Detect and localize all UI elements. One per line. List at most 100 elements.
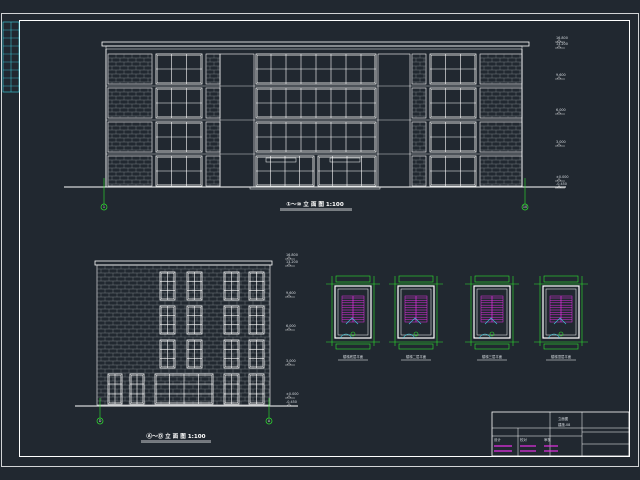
level-triangle (556, 111, 562, 115)
axis-circle (96, 417, 104, 425)
side-window (159, 305, 176, 335)
axis-label: 10 (523, 205, 527, 209)
side-brick-wall (96, 264, 271, 406)
level-value: 16.800 (556, 36, 568, 40)
facade-brick-panel (479, 87, 523, 119)
stair-arrow (408, 317, 422, 325)
door-swing (402, 333, 416, 339)
side-level-mark: 3.000 (285, 359, 296, 366)
title-block: 立面图建施-08设计校对审核 (491, 411, 630, 457)
level-value: 3.000 (556, 140, 566, 144)
facade-brick-panel (107, 53, 153, 85)
side-window (248, 271, 265, 301)
column-mark (558, 331, 564, 337)
side-ground-window (223, 373, 240, 405)
stair-curtain-window (255, 121, 377, 153)
checker-cell: 校对 (520, 437, 527, 442)
front-elevation-title: ①～⑩ 立 面 图 1:100 (286, 200, 344, 208)
axis-10: 10 (521, 178, 529, 211)
level-value: 3.000 (286, 359, 296, 363)
facade-brick-panel (411, 87, 427, 119)
facade-window (155, 87, 203, 119)
facade-brick-panel (205, 53, 221, 85)
entrance-canopy (329, 157, 361, 163)
axis-A: A (265, 398, 273, 425)
level-triangle (286, 263, 292, 267)
facade-brick-panel (205, 87, 221, 119)
front-level-mark: 3.000 (555, 140, 566, 147)
facade-brick-panel (205, 121, 221, 153)
side-window (159, 271, 176, 301)
level-value: 9.600 (286, 291, 296, 295)
side-level-mark: 9.600 (285, 291, 296, 298)
recess-bay-left (219, 53, 255, 188)
axis-circle (521, 203, 529, 211)
stair-arrow (345, 317, 359, 325)
level-triangle (556, 45, 562, 49)
level-value: 13.200 (286, 260, 298, 264)
level-triangle (286, 256, 292, 260)
side-window (248, 305, 265, 335)
side-level-mark: 6.000 (285, 324, 296, 331)
facade-brick-panel (107, 155, 153, 187)
facade-brick-panel (205, 155, 221, 187)
facade-window (155, 121, 203, 153)
facade-brick-panel (479, 121, 523, 153)
level-value: 6.000 (286, 324, 296, 328)
level-value: 16.800 (286, 253, 298, 257)
side-window (223, 339, 240, 369)
sheet-outer-border (1, 13, 639, 467)
side-window (186, 271, 203, 301)
facade-brick-panel (411, 121, 427, 153)
level-value: -0.450 (286, 400, 297, 404)
axis-circle (265, 417, 273, 425)
front-level-mark: 6.000 (555, 108, 566, 115)
axis-circle (100, 203, 108, 211)
recess-bay-right (377, 53, 411, 188)
stair-arrow (553, 317, 567, 325)
entrance-door-left (255, 155, 315, 187)
entrance-canopy (265, 157, 297, 163)
axis-label: A (268, 419, 271, 423)
binding-stamp (2, 21, 20, 93)
axis-1: 1 (100, 178, 108, 211)
level-triangle (286, 395, 292, 399)
side-elevation-title: Ⓐ～Ⓓ 立 面 图 1:100 (146, 432, 205, 440)
level-value: 6.000 (556, 108, 566, 112)
facade-brick-panel (107, 87, 153, 119)
side-level-mark: 13.200 (285, 260, 298, 267)
level-value: 9.600 (556, 73, 566, 77)
designer-cell: 设计 (494, 437, 501, 442)
side-entrance-door (154, 373, 214, 405)
facade-brick-panel (411, 155, 427, 187)
front-level-mark: 9.600 (555, 73, 566, 80)
drawing-name: 立面图 (558, 416, 569, 421)
side-level-mark: -0.450 (285, 400, 297, 407)
level-value: ±0.000 (556, 175, 569, 179)
side-window (186, 339, 203, 369)
stair-plan-label: 楼梯三层平面 (482, 354, 503, 359)
stair-plan-label: 楼梯二层平面 (406, 354, 427, 359)
level-triangle (286, 403, 292, 407)
parapet (105, 45, 523, 50)
entrance-step (249, 186, 381, 190)
stair-plan-2: 楼梯二层平面 (389, 275, 443, 361)
front-level-mark: 13.200 (555, 42, 568, 49)
level-triangle (556, 178, 562, 182)
side-window (248, 339, 265, 369)
stair-plan-3: 楼梯三层平面 (465, 275, 519, 361)
column-mark (350, 331, 356, 337)
facade-brick-panel (479, 155, 523, 187)
axis-D: D (96, 398, 104, 425)
axis-label: 1 (103, 205, 105, 209)
stair-plan-label: 楼梯底层平面 (343, 354, 364, 359)
facade-window (155, 53, 203, 85)
reviewer-cell: 审核 (544, 437, 551, 442)
facade-brick-panel (411, 53, 427, 85)
side-level-mark: 16.800 (285, 253, 298, 260)
side-window (159, 339, 176, 369)
level-value: 13.200 (556, 42, 568, 46)
